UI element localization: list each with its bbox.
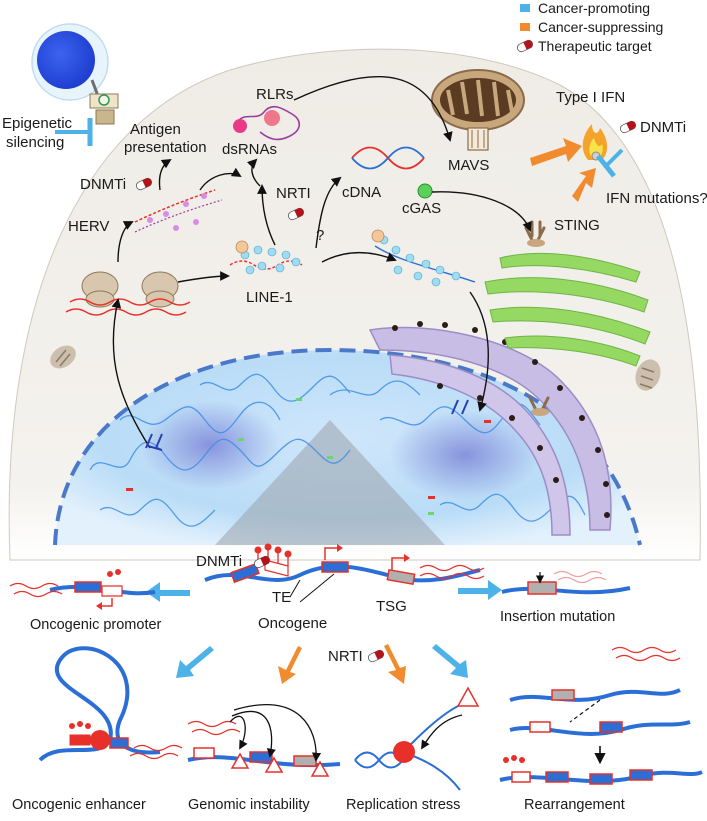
small-mitochondrion-right	[635, 359, 661, 391]
arrow-to-replication	[384, 644, 406, 684]
cgas-icon	[417, 183, 433, 199]
label-mavs: MAVS	[448, 157, 489, 174]
label-nrti: NRTI	[276, 185, 311, 202]
promoter-sketch	[9, 569, 156, 610]
label-presentation: presentation	[124, 139, 207, 156]
dnmti-pill-ifn	[618, 119, 638, 135]
legend-label-target: Therapeutic target	[538, 38, 652, 54]
label-herv: HERV	[68, 218, 109, 235]
label-te: TE	[272, 589, 291, 606]
ifn-mutation-inhibit	[596, 148, 624, 178]
label-tsg: TSG	[376, 598, 407, 615]
instability-sketch	[187, 704, 341, 777]
enhancer-sketch	[38, 646, 183, 762]
sting-er-icon	[528, 396, 550, 416]
label-cgas: cGAS	[402, 200, 441, 217]
mitochondrion-icon	[431, 69, 525, 151]
legend-swatch-suppressing	[520, 23, 530, 31]
legend: Cancer-promoting Cancer-suppressing Ther…	[515, 0, 663, 54]
arrow-to-promoter	[146, 582, 190, 602]
label-antigen: Antigen	[130, 121, 181, 138]
mrna-strands	[65, 298, 191, 316]
nrti-pill-genome	[366, 648, 386, 664]
arrow-to-enhancer	[176, 646, 214, 678]
arrow-to-rearrangement	[432, 644, 468, 678]
nuclear-pore-icon	[145, 399, 469, 451]
label-oncogenic-enhancer: Oncogenic enhancer	[12, 797, 146, 813]
small-mitochondrion-left	[50, 345, 76, 369]
herv-transcripts	[134, 189, 223, 233]
cdna-helix	[351, 146, 425, 170]
rearrangement-sketch	[499, 646, 703, 785]
label-oncogene: Oncogene	[258, 615, 327, 632]
label-dnmti-ifn: DNMTi	[640, 119, 686, 136]
line1-chain	[371, 229, 476, 287]
immune-cell-icon	[31, 23, 119, 125]
label-nrti-genome: NRTI	[328, 648, 363, 665]
arrow-to-instability	[278, 646, 302, 684]
genome-central	[204, 543, 485, 603]
label-dnmti-cell: DNMTi	[80, 176, 126, 193]
label-line1: LINE-1	[246, 289, 293, 306]
label-insertion-mutation: Insertion mutation	[500, 609, 615, 625]
label-oncogenic-promoter: Oncogenic promoter	[30, 617, 162, 633]
sting-icon	[524, 220, 546, 247]
type-i-ifn-icon	[582, 124, 608, 161]
label-type1ifn: Type I IFN	[556, 89, 625, 106]
legend-label-suppressing: Cancer-suppressing	[538, 19, 663, 35]
label-replication-stress: Replication stress	[346, 797, 460, 813]
suppressing-arrows	[530, 138, 596, 202]
legend-label-promoting: Cancer-promoting	[538, 0, 650, 16]
replication-sketch	[354, 686, 480, 791]
label-dsrnas: dsRNAs	[222, 141, 277, 158]
arrow-to-insertion	[458, 580, 502, 600]
label-epigenetic: Epigenetic	[2, 115, 73, 132]
label-cdna: cDNA	[342, 184, 381, 201]
label-ifn-mutations: IFN mutations?	[606, 190, 707, 207]
epigenetic-silencing-inhibit	[55, 118, 93, 146]
label-rearrangement: Rearrangement	[524, 797, 625, 813]
label-genomic-instability: Genomic instability	[188, 797, 310, 813]
label-sting: STING	[554, 217, 600, 234]
insertion-sketch	[501, 570, 631, 595]
dsrna-icon	[233, 105, 301, 141]
label-question: ?	[316, 227, 324, 244]
pathway-arrows	[111, 75, 532, 449]
label-silencing: silencing	[6, 134, 64, 151]
label-dnmti-genome: DNMTi	[196, 553, 242, 570]
golgi-apparatus	[484, 252, 651, 367]
legend-swatch-promoting	[520, 4, 530, 12]
line1-rnp	[229, 240, 303, 275]
endoplasmic-reticulum	[368, 321, 612, 536]
label-rlrs: RLRs	[256, 86, 294, 103]
legend-pill-icon	[515, 38, 535, 54]
